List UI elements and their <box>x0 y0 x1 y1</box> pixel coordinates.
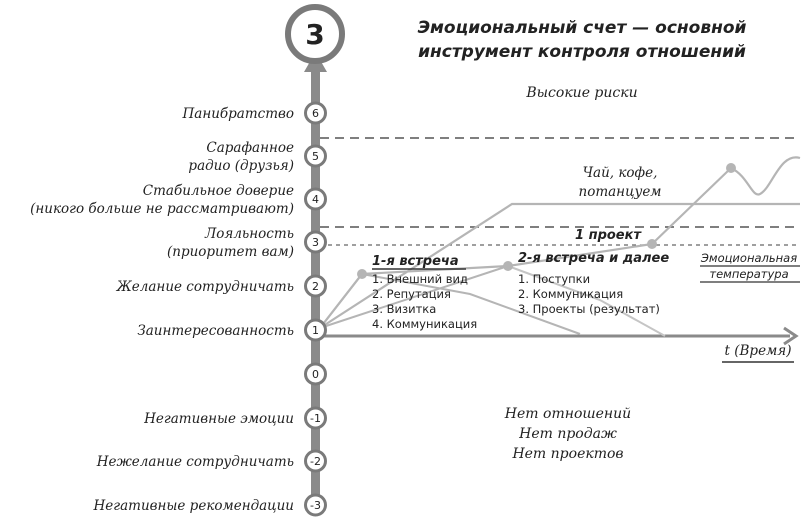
first-meeting-item-4: 4. Коммуникация <box>372 317 477 331</box>
scale-node-number-4: 4 <box>312 193 319 206</box>
scale-label-4-line-2: (никого больше не рассматривают) <box>30 201 294 217</box>
no-relations-line-3: Нет проектов <box>511 446 623 462</box>
first-meeting-item-1: 1. Внешний вид <box>372 272 468 286</box>
scale-node-5 <box>304 144 327 168</box>
scale-node-6 <box>304 101 327 125</box>
scale-node-number-5: 5 <box>312 150 319 163</box>
chapter-badge-number: 3 <box>305 18 324 51</box>
scale-node-number--3: -3 <box>310 499 321 512</box>
trajectory-upper <box>319 202 800 329</box>
second-meeting-item-1: 1. Поступки <box>518 272 590 286</box>
emotional-temp-line-2: температура <box>709 267 788 281</box>
scale-label-1-line-1: Заинтересованность <box>137 323 294 339</box>
title-line-1: Эмоциональный счет — основной <box>418 18 747 38</box>
second-meeting-item-2: 2. Коммуникация <box>518 287 623 301</box>
time-axis-label: t (Время) <box>725 343 792 359</box>
scale-node-number-2: 2 <box>312 280 319 293</box>
scale-node--3 <box>304 493 327 517</box>
scale-node-2 <box>304 274 327 298</box>
scale-node-number-1: 1 <box>312 324 319 337</box>
trajectory-wave <box>730 156 801 196</box>
scale-node-4 <box>304 187 327 211</box>
no-relations-line-1: Нет отношений <box>504 406 631 422</box>
trajectory-fade <box>507 265 666 337</box>
scale-label-4-line-1: Стабильное доверие <box>143 183 294 199</box>
tea-line-1: Чай, кофе, <box>583 165 658 181</box>
scale-node-1 <box>304 318 327 342</box>
scale-node--1 <box>304 406 327 430</box>
scale-label--1-line-1: Негативные эмоции <box>143 411 294 427</box>
scale-node-number--2: -2 <box>310 455 321 468</box>
title-line-2: инструмент контроля отношений <box>418 42 746 62</box>
scale-nodes: 6 Панибратство 5 Сарафанное радио (друзья) 4 С… <box>30 101 327 517</box>
first-meeting-item-2: 2. Репутация <box>372 287 451 301</box>
trajectory-lower <box>319 272 581 335</box>
scale-node-number-0: 0 <box>312 368 319 381</box>
trajectory-second <box>319 265 509 329</box>
second-meeting-item-3: 3. Проекты (результат) <box>518 302 660 316</box>
point-project <box>647 239 657 249</box>
scale-label-3-line-1: Лояльность <box>204 226 294 242</box>
time-axis-arrow <box>783 326 799 346</box>
scale-label-6-line-1: Панибратство <box>182 106 295 122</box>
chapter-badge <box>285 4 345 64</box>
scale-label--2-line-1: Нежелание сотрудничать <box>96 454 294 470</box>
scale-label--3-line-1: Негативные рекомендации <box>93 498 294 514</box>
tea-line-2: потанцуем <box>579 184 662 200</box>
scale-node-number-3: 3 <box>312 236 319 249</box>
point-tea <box>726 163 736 173</box>
scale-label-5-line-2: радио (друзья) <box>188 158 294 174</box>
scale-label-5-line-1: Сарафанное <box>206 140 294 156</box>
scale-label-3-line-2: (приоритет вам) <box>167 244 294 260</box>
second-meeting-title: 2-я встреча и далее <box>518 251 669 266</box>
point-first-meeting <box>357 269 367 279</box>
scale-node--2 <box>304 449 327 473</box>
first-meeting-item-3: 3. Визитка <box>372 302 436 316</box>
scale-node-number-6: 6 <box>312 107 319 120</box>
point-second-meeting <box>503 261 513 271</box>
first-meeting-title: 1-я встреча <box>372 254 459 269</box>
scale-node-number--1: -1 <box>310 412 321 425</box>
scale-node-3 <box>304 230 327 254</box>
scale-node-0 <box>304 362 327 386</box>
scale-label-2-line-1: Желание сотрудничать <box>116 279 294 295</box>
emotional-temp-line-1: Эмоциональная <box>700 251 797 265</box>
high-risk-label: Высокие риски <box>525 85 637 101</box>
no-relations-line-2: Нет продаж <box>518 426 617 442</box>
project-label: 1 проект <box>575 228 642 243</box>
